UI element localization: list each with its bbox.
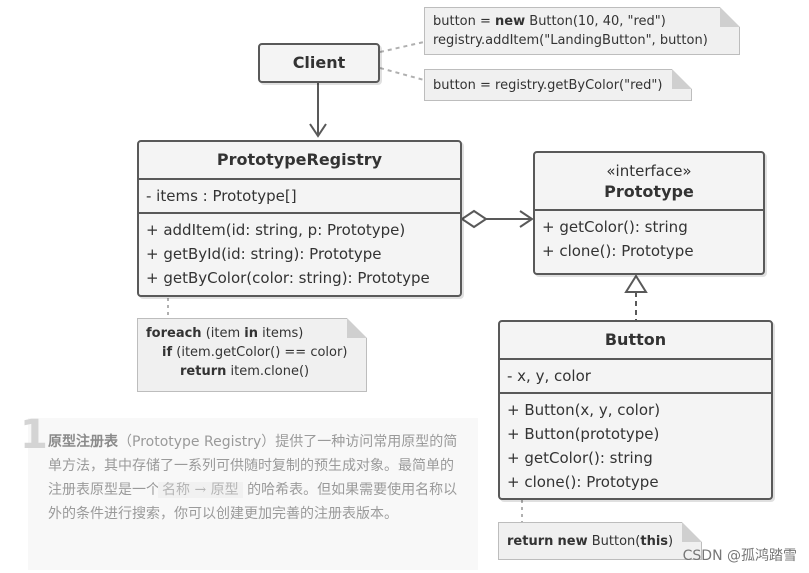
button-class-box: Button - x, y, color + Button(x, y, colo…: [498, 320, 773, 500]
note-line: registry.addItem("LandingButton", button…: [433, 33, 708, 48]
note-keyword: this: [640, 534, 669, 549]
note-fold: [672, 69, 692, 89]
realization-triangle: [624, 274, 648, 293]
registry-method-note: foreach (item in items) if (item.getColo…: [137, 318, 367, 392]
note-keyword: if: [162, 345, 173, 360]
registry-method: + getByColor(color: string): Prototype: [146, 269, 430, 287]
note-line: return item.clone(): [146, 362, 358, 381]
note-fold: [347, 318, 367, 338]
note-line: return new Button(this): [507, 532, 693, 551]
note-text: (item.getColor() == color): [172, 345, 348, 360]
prototype-method: + clone(): Prototype: [542, 242, 694, 260]
note-text: button =: [433, 14, 496, 29]
note-line: foreach (item in items): [146, 324, 358, 343]
button-class-title: Button: [604, 330, 667, 349]
button-method: + Button(x, y, color): [507, 401, 661, 419]
note-keyword: new: [557, 534, 588, 549]
registry-fields: - items : Prototype[]: [139, 178, 460, 212]
description-part1: （Prototype Registry）提供了一种访问常用原型的简单方法，其中存…: [48, 434, 458, 498]
note-text: item.clone(): [226, 364, 310, 379]
description-panel: 1 原型注册表（Prototype Registry）提供了一种访问常用原型的简…: [20, 412, 478, 570]
client-class-box: Client: [258, 43, 380, 83]
registry-method: + getById(id: string): Prototype: [146, 245, 382, 263]
note-fold: [720, 7, 740, 27]
aggregation-arrowhead: [519, 210, 534, 228]
button-fields: - x, y, color: [500, 358, 771, 392]
client-note1-link: [379, 41, 425, 53]
note-text: items): [258, 326, 304, 341]
button-methods: + Button(x, y, color) + Button(prototype…: [500, 392, 771, 498]
note-keyword: in: [244, 326, 258, 341]
note-keyword: return: [180, 364, 227, 379]
registry-method: + addItem(id: string, p: Prototype): [146, 221, 406, 239]
button-field: - x, y, color: [507, 367, 591, 385]
registry-class-title: PrototypeRegistry: [216, 150, 383, 169]
client-registry-arrowhead: [309, 123, 327, 138]
button-method: + Button(prototype): [507, 425, 660, 443]
note-fold: [682, 522, 702, 542]
client-note-get: button = registry.getByColor("red"): [424, 69, 692, 101]
client-note2-link: [379, 67, 425, 81]
note-text: Button(10, 40, "red"): [525, 14, 666, 29]
note-text: Button(: [587, 534, 641, 549]
note-line: button = registry.getByColor("red"): [433, 78, 663, 93]
note-text: (item: [201, 326, 245, 341]
aggregation-diamond: [460, 209, 488, 229]
description-part2: 的哈希表。但如果需要使用名称以外的条件进行搜索，你可以创建更加完善的注册表版本。: [48, 482, 458, 522]
prototype-method: + getColor(): string: [542, 218, 688, 236]
prototype-stereotype: «interface»: [606, 162, 692, 180]
note-keyword: foreach: [146, 326, 202, 341]
registry-methods: + addItem(id: string, p: Prototype) + ge…: [139, 212, 460, 294]
description-text: 原型注册表（Prototype Registry）提供了一种访问常用原型的简单方…: [48, 430, 466, 526]
client-class-title: Client: [292, 53, 346, 72]
prototype-class-title: Prototype: [604, 182, 694, 201]
note-keyword: return: [507, 534, 554, 549]
watermark: CSDN @孤鸿踏雪: [682, 548, 797, 564]
client-note-create: button = new Button(10, 40, "red") regis…: [424, 7, 740, 55]
button-method-note: return new Button(this): [498, 522, 702, 560]
prototype-interface-box: «interface» Prototype + getColor(): stri…: [533, 151, 765, 275]
registry-field: - items : Prototype[]: [146, 187, 297, 205]
note-line: button = new Button(10, 40, "red"): [433, 12, 731, 31]
description-term: 原型注册表: [48, 434, 118, 450]
button-method: + clone(): Prototype: [507, 473, 659, 491]
prototype-methods: + getColor(): string + clone(): Prototyp…: [535, 209, 763, 267]
registry-class-box: PrototypeRegistry - items : Prototype[] …: [137, 140, 462, 297]
description-mapping: 名称 → 原型: [158, 482, 243, 498]
note-line: if (item.getColor() == color): [146, 343, 358, 362]
note-keyword: new: [495, 14, 526, 29]
step-number: 1: [20, 412, 48, 458]
button-method: + getColor(): string: [507, 449, 653, 467]
note-text: ): [668, 534, 674, 549]
